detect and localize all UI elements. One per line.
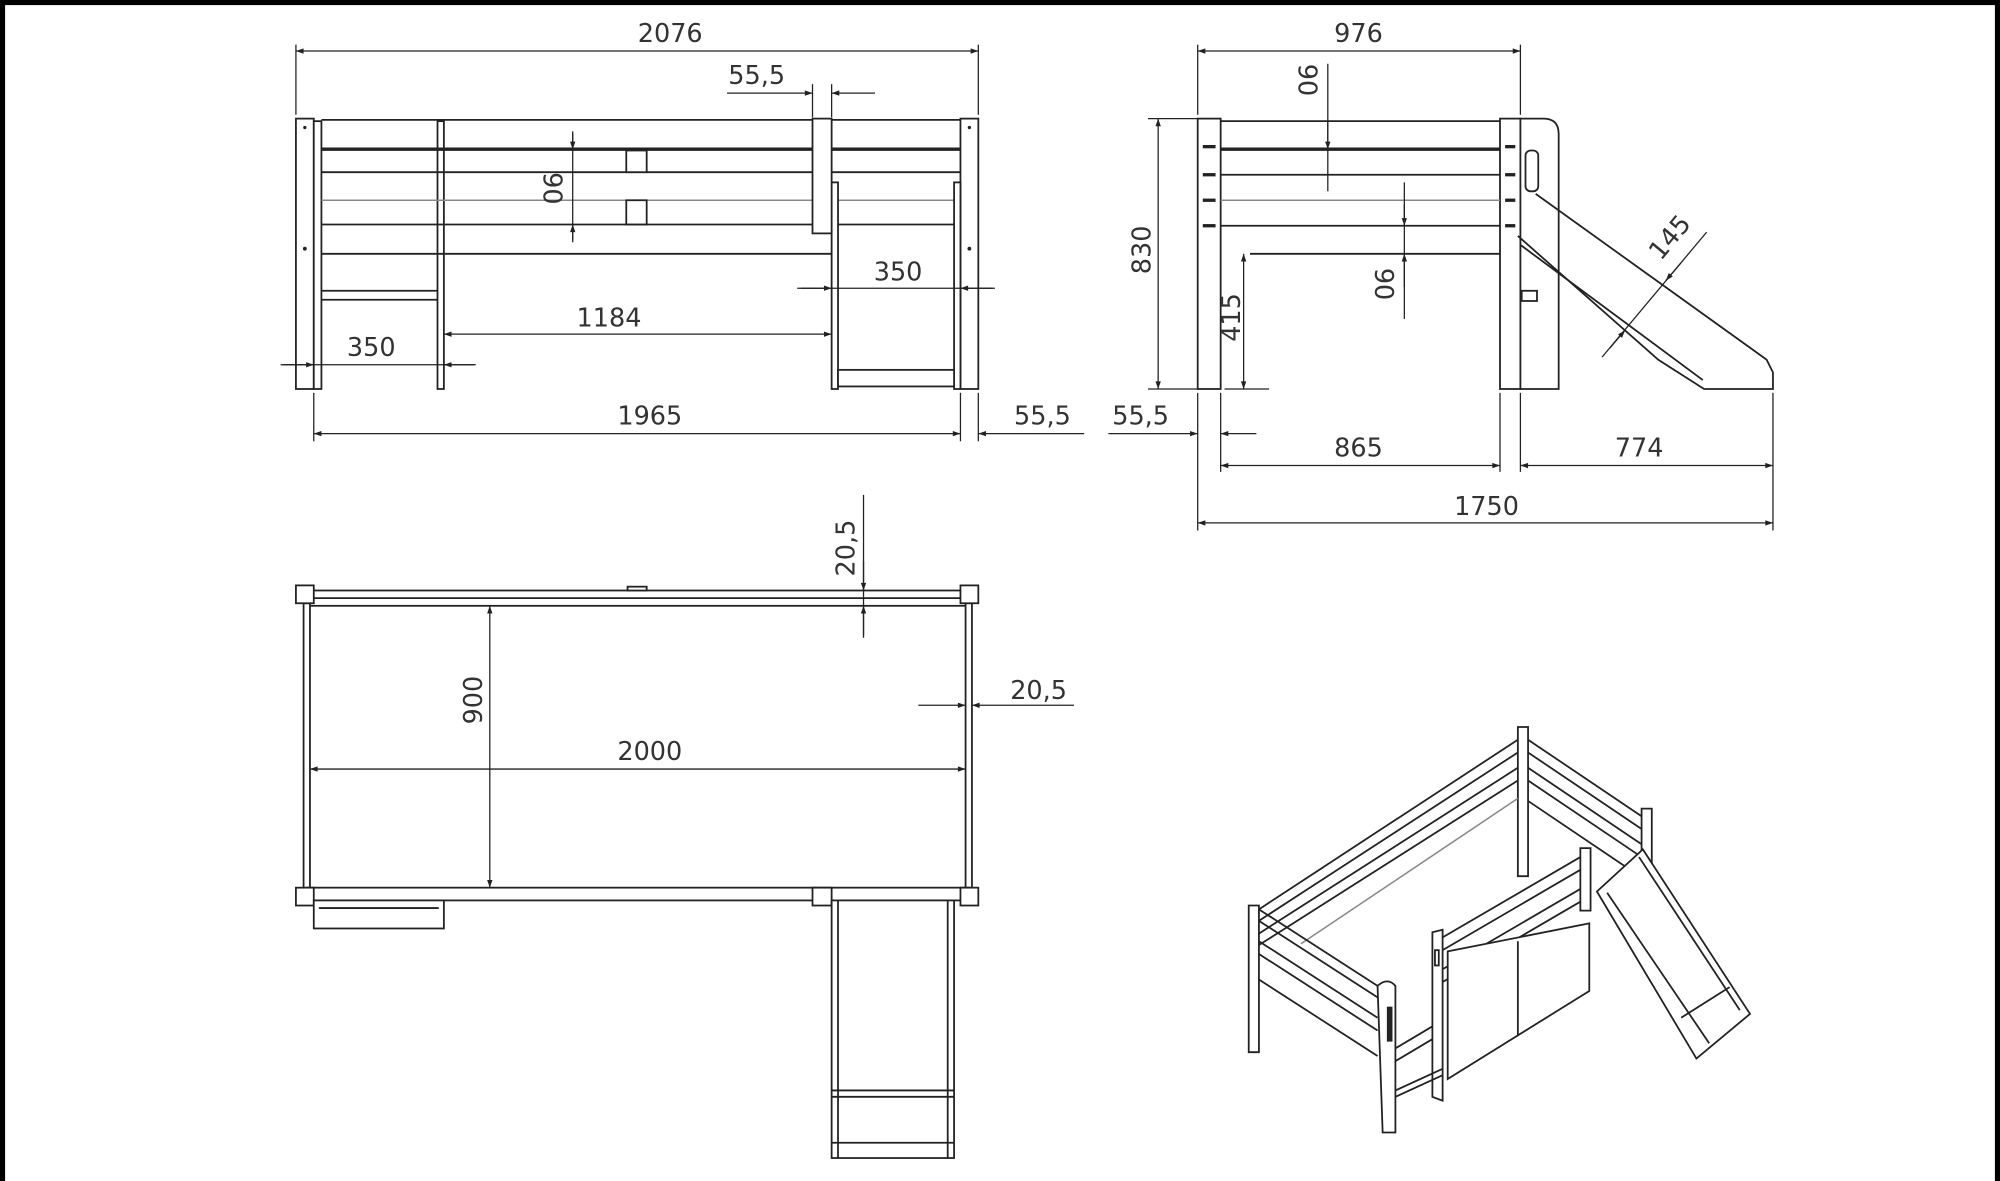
- front-view: 2076 55,5 90 350 1184 350 1965 55,5: [280, 19, 1085, 442]
- dim-side-width: 976: [1334, 19, 1383, 49]
- dim-clearance: 415: [1217, 293, 1247, 342]
- dim-side-inner-width: 865: [1334, 434, 1383, 464]
- dim-rail-height: 90: [536, 172, 566, 204]
- dim-rail-height-lower: 90: [1368, 268, 1398, 300]
- dim-top-inner-length: 2000: [617, 737, 682, 767]
- dim-slide-opening: 350: [874, 258, 923, 288]
- dim-slide-projection: 774: [1615, 434, 1664, 464]
- dim-ladder-opening: 350: [347, 333, 396, 363]
- dim-slide-width: 145: [1643, 209, 1697, 266]
- dim-side-height: 830: [1128, 226, 1158, 275]
- dim-post-width-right: 55,5: [1014, 402, 1071, 432]
- dim-inner-length: 1965: [617, 402, 682, 432]
- dim-rail-height-top: 90: [1291, 64, 1321, 96]
- top-view: 20,5 900 2000 20,5: [295, 494, 1074, 1159]
- dim-top-inner-width: 900: [459, 676, 489, 725]
- side-view: 976 90 830 415 90 145 55,5 865 774 1750: [1108, 19, 1774, 531]
- dim-side-post-width: 55,5: [1112, 402, 1169, 432]
- dim-overall-depth: 1750: [1454, 492, 1519, 522]
- dim-post-width-top: 55,5: [728, 61, 785, 91]
- isometric-view: [1247, 726, 1752, 1134]
- dim-top-rail-thickness: 20,5: [832, 520, 862, 577]
- dim-middle-span: 1184: [577, 303, 642, 333]
- dim-overall-width: 2076: [638, 19, 703, 49]
- dim-side-rail-thickness: 20,5: [1010, 676, 1067, 706]
